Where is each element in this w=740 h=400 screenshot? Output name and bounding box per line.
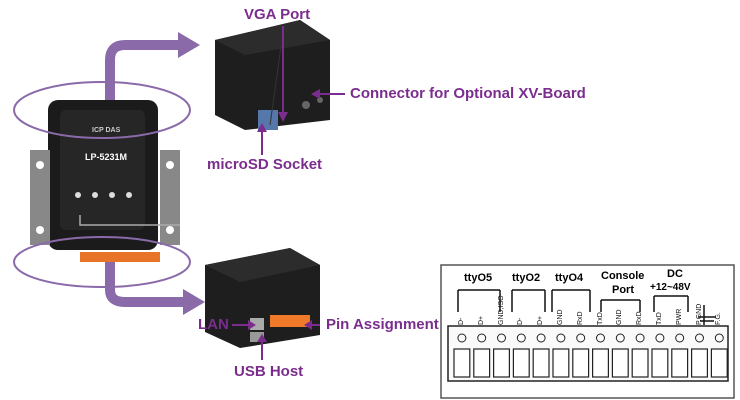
terminal-slot: [453, 348, 471, 378]
pin-label: GND: [616, 309, 624, 325]
terminal-screw: [635, 333, 645, 343]
terminal-screw: [536, 333, 546, 343]
terminal-screw: [576, 333, 586, 343]
pin-label: D-: [457, 317, 465, 325]
terminal-slot: [473, 348, 491, 378]
pin-label: F.G.: [715, 312, 723, 325]
terminal-slot: [532, 348, 550, 378]
pin-label: TxD: [596, 312, 604, 325]
group-dc: DC: [667, 268, 683, 280]
pin-label: P.GND: [695, 303, 703, 325]
pinout-panel: [440, 264, 735, 399]
device-model: LP-5231M: [85, 152, 128, 162]
group-ttyO4: ttyO4: [555, 272, 584, 284]
terminal-slot: [552, 348, 570, 378]
pin-label: D-: [517, 317, 525, 325]
terminal-slot: [671, 348, 689, 378]
xv-connector-label: Connector for Optional XV-Board: [350, 85, 586, 102]
pin-label: PWR: [675, 308, 683, 325]
terminal-screw: [457, 333, 467, 343]
terminal-screw: [615, 333, 625, 343]
front-leds: [75, 192, 132, 198]
top-device: [215, 20, 330, 130]
terminal-slot: [611, 348, 629, 378]
pin-label: D+: [537, 315, 545, 325]
group-voltage: +12~48V: [650, 282, 691, 293]
pin-label: TxD: [655, 312, 663, 325]
group-port: Port: [612, 284, 634, 296]
pin-label: GND: [556, 309, 564, 325]
bottom-ellipse: [13, 236, 191, 288]
pin-label: GND,ISO: [497, 295, 505, 325]
terminal-slot: [631, 348, 649, 378]
terminal-screw: [655, 333, 665, 343]
terminal-slot: [690, 348, 708, 378]
top-ellipse: [13, 81, 191, 139]
terminal-slot: [512, 348, 530, 378]
group-ttyO2: ttyO2: [512, 272, 541, 284]
arrow-down: [105, 260, 205, 315]
terminal-screw: [497, 333, 506, 343]
terminal-slot: [591, 348, 609, 378]
terminal-screw: [477, 333, 487, 343]
terminal-slot: [651, 348, 669, 378]
pin-label: RxD: [636, 311, 644, 325]
microsd-label: microSD Socket: [207, 156, 323, 173]
terminal-slot: [710, 348, 728, 378]
vga-port-label: VGA Port: [244, 6, 311, 23]
brand-logo: ICP DAS: [92, 127, 121, 134]
terminal-slot: [493, 348, 511, 378]
terminal-slot: [572, 348, 590, 378]
terminal-screw: [675, 333, 685, 343]
bottom-device: [205, 248, 320, 348]
group-ttyO5: ttyO5: [464, 272, 493, 284]
pin-label: D+: [477, 315, 485, 325]
pin-assignment-label: Pin Assignment: [326, 316, 439, 333]
terminal-screw: [695, 333, 704, 343]
terminal-screw: [556, 333, 566, 343]
group-console: Console: [601, 270, 645, 282]
lan-label: LAN: [198, 316, 229, 333]
terminal-screw: [516, 333, 526, 343]
terminal-screw: [714, 333, 724, 343]
arrow-up: [105, 32, 200, 170]
pin-label: RxD: [576, 311, 584, 325]
terminal-slots: [453, 333, 728, 378]
terminal-screw: [596, 333, 605, 343]
usb-host-label: USB Host: [234, 363, 304, 380]
